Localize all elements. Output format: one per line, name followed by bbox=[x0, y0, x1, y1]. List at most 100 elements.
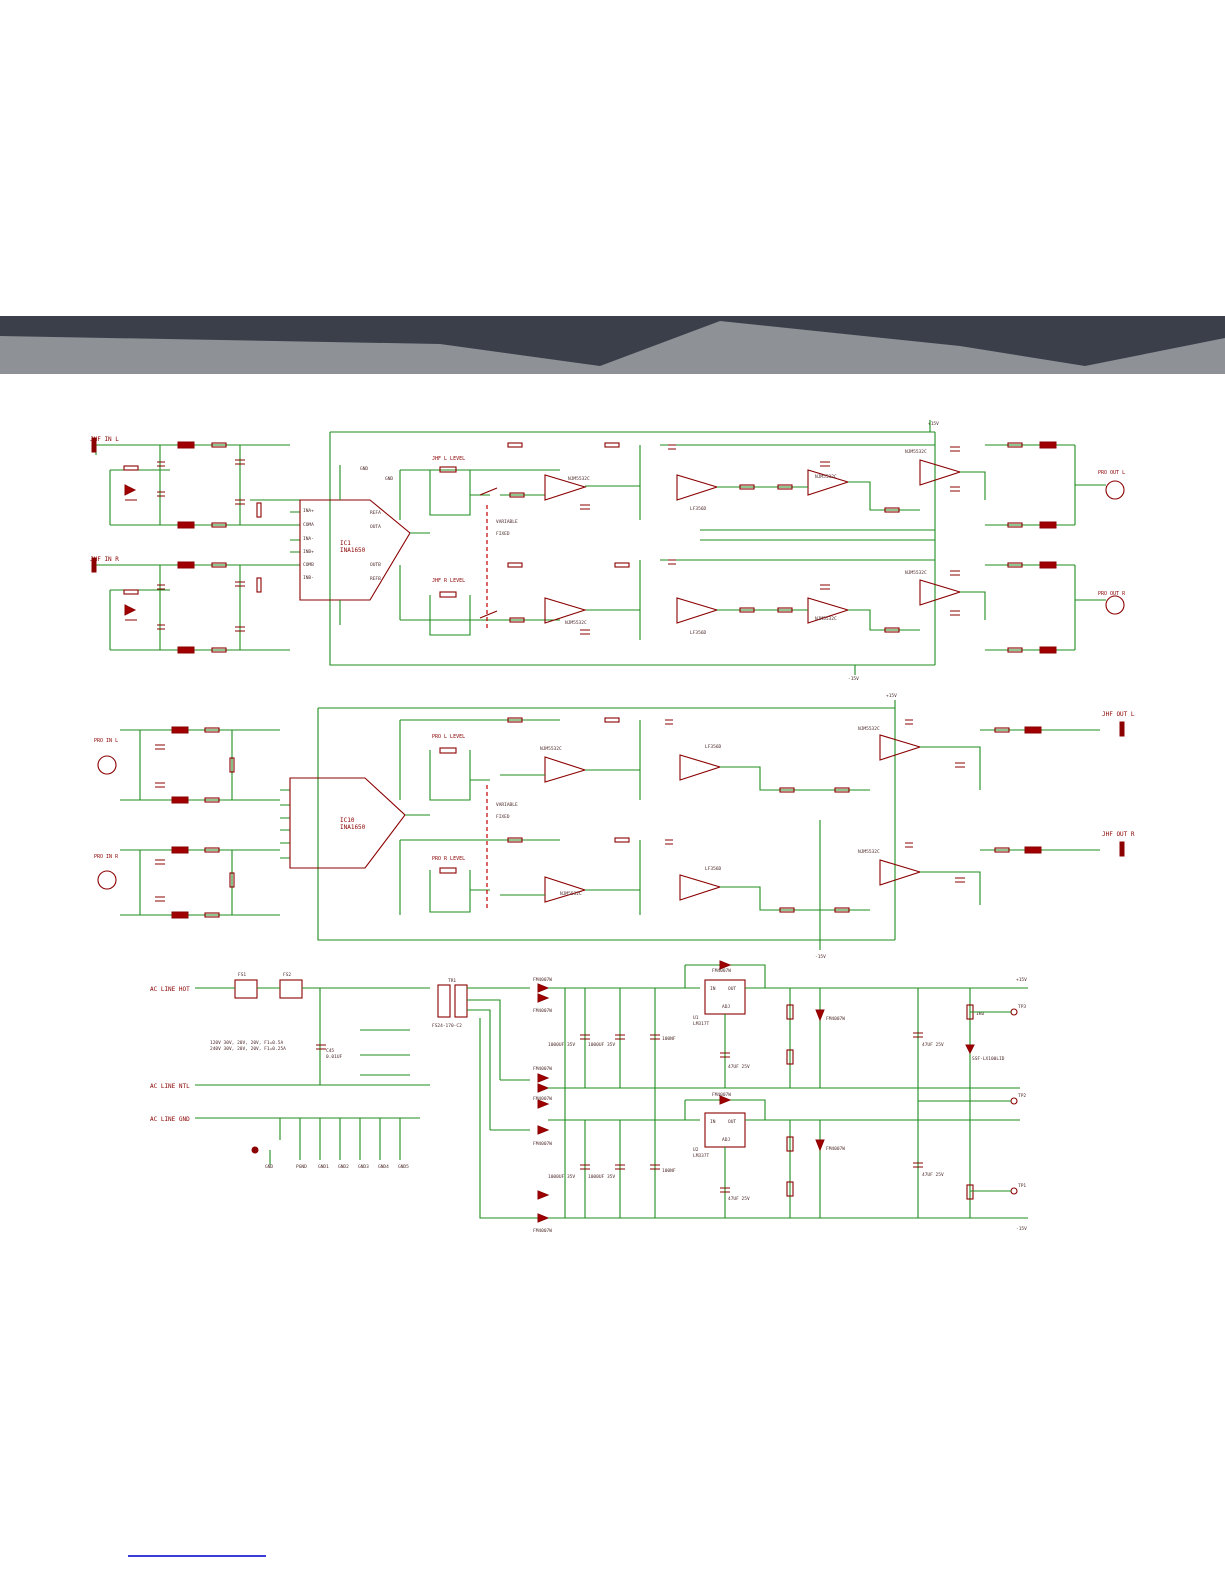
ic1-ref: IC1 bbox=[340, 540, 351, 547]
inductor-L12 bbox=[1039, 646, 1057, 654]
resistor-R1 bbox=[211, 442, 227, 448]
power-led-icon bbox=[965, 1044, 975, 1055]
bulk-cap-label: 1000UF 35V bbox=[588, 1042, 615, 1048]
pot-pro-l bbox=[439, 747, 457, 754]
ic1-pin-label: OUTA bbox=[370, 524, 381, 530]
gnd-label: GND4 bbox=[378, 1164, 389, 1170]
inductor-L4 bbox=[177, 646, 195, 654]
diode-part-label: FM4007W bbox=[533, 1096, 552, 1102]
ic1-pin-label: INB+ bbox=[303, 549, 314, 555]
transformer-ref: TR1 bbox=[448, 978, 456, 984]
ic1-pin-label: OUTB bbox=[370, 562, 381, 568]
ground-point-icon bbox=[251, 1146, 259, 1154]
ic10-line-receiver bbox=[289, 777, 406, 869]
ic10-part: INA1650 bbox=[340, 824, 366, 831]
opamp-ic12a-part: NJM5532C bbox=[905, 449, 927, 455]
reg-pin-label: ADJ bbox=[722, 1137, 730, 1143]
opamp-ic3b bbox=[544, 597, 587, 624]
ic1-line-receiver bbox=[299, 499, 411, 601]
fuse-fs2 bbox=[279, 979, 303, 999]
diode-part-label: FM4007W bbox=[533, 1008, 552, 1014]
pot-pro-r bbox=[439, 867, 457, 874]
resistor-R-in2 bbox=[123, 589, 139, 595]
opamp-ic5-part: LF356D bbox=[705, 744, 722, 750]
ic1-pin-label: COMB bbox=[303, 562, 314, 568]
testpoint-tp3 bbox=[1010, 1008, 1018, 1016]
opamp-ic6-part: LF356D bbox=[705, 866, 722, 872]
diode-tvs-icon bbox=[124, 484, 137, 616]
opamp-ic4a bbox=[544, 876, 587, 903]
section-2-pro-input: PRO IN L PRO IN R IC10 INA1650 PRO L LEV… bbox=[94, 693, 1135, 960]
label-jhf-out-l: JHF OUT L bbox=[1102, 711, 1135, 718]
switch-variable-label-2: VARIABLE bbox=[496, 802, 518, 808]
inductor-L8 bbox=[1024, 846, 1042, 854]
regulator-u2-part: LM337T bbox=[693, 1153, 710, 1159]
opamp-ic3a-part: NJM5532C bbox=[568, 476, 590, 482]
rail-plus-label: +15V bbox=[928, 421, 939, 427]
inductor-L14 bbox=[171, 796, 189, 804]
label-jhf-l-level: JHF L LEVEL bbox=[432, 456, 465, 462]
gnd-label: GND bbox=[385, 476, 393, 482]
resistor-R2 bbox=[211, 522, 227, 528]
psu-out-minus-label: -15V bbox=[1016, 1226, 1027, 1232]
diode-part-label: FM4007W bbox=[533, 1228, 552, 1234]
regulator-u1-ref: U1 bbox=[693, 1015, 699, 1021]
label-jhf-in-l: JHF IN L bbox=[90, 436, 119, 443]
reg-pin-label: ADJ bbox=[722, 1004, 730, 1010]
section-3-power-supply: AC LINE HOT AC LINE NTL AC LINE GND FS1 … bbox=[150, 960, 1028, 1234]
opamp-ic7 bbox=[676, 474, 719, 501]
rail-minus-label-2: -15V bbox=[815, 954, 826, 960]
cap-c45-value: 0.01UF bbox=[326, 1054, 343, 1060]
label-jhf-in-r: JHF IN R bbox=[90, 556, 119, 563]
inductor-L1 bbox=[177, 441, 195, 449]
diode-part-label: FM4007W bbox=[712, 968, 731, 974]
label-ac-ntl: AC LINE NTL bbox=[150, 1083, 190, 1090]
regulator-u1-part: LM317T bbox=[693, 1021, 710, 1027]
diode-part-label: FM4007W bbox=[826, 1016, 845, 1022]
opamp-ic7-part: LF356D bbox=[690, 506, 707, 512]
transformer-primary bbox=[437, 984, 451, 1018]
label-pro-out-r: PRO OUT R bbox=[1098, 591, 1126, 597]
opamp-ic2b-part: NJM5532C bbox=[858, 726, 880, 732]
cap-47u-label: 47UF 25V bbox=[728, 1064, 750, 1070]
regulator-u2-ref: U2 bbox=[693, 1147, 699, 1153]
inductor-L10 bbox=[1039, 521, 1057, 529]
opamp-ic2a-part: NJM5532C bbox=[540, 746, 562, 752]
header-banner bbox=[0, 316, 1225, 374]
inductor-L3 bbox=[177, 561, 195, 569]
label-jhf-out-r: JHF OUT R bbox=[1102, 831, 1135, 838]
diode-part-label: FM4007W bbox=[533, 1141, 552, 1147]
fuse-fs2-label: FS2 bbox=[283, 972, 291, 978]
opamp-ic11b-part: NJM5532C bbox=[815, 616, 837, 622]
testpoint-tp1 bbox=[1010, 1187, 1018, 1195]
switch-variable-label: VARIABLE bbox=[496, 519, 518, 525]
label-pro-l-level: PRO L LEVEL bbox=[432, 734, 465, 740]
opamp-ic11a-part: NJM5532C bbox=[815, 474, 837, 480]
opamp-ic3a bbox=[544, 474, 587, 501]
bridge-diodes: FM4007W FM4007W FM4007W FM4007W FM4007W … bbox=[533, 977, 552, 1234]
pot-jhf-r bbox=[439, 591, 457, 598]
jack-out-r-icon bbox=[1119, 841, 1125, 857]
gnd-label: GND5 bbox=[398, 1164, 409, 1170]
jack-icon-jhf-l bbox=[91, 437, 97, 453]
gnd-label: GND3 bbox=[358, 1164, 369, 1170]
label-pro-in-r: PRO IN R bbox=[94, 854, 119, 860]
xlr-out-l-icon bbox=[1105, 480, 1125, 500]
resistor-R6 bbox=[211, 647, 227, 653]
switch-fixed-label-2: FIXED bbox=[496, 814, 510, 820]
label-ac-gnd: AC LINE GND bbox=[150, 1116, 190, 1123]
rail-minus-label: -15V bbox=[848, 676, 859, 682]
tp1-label: TP1 bbox=[1018, 1183, 1026, 1189]
ic1-pin-label: REFB bbox=[370, 576, 381, 582]
voltage-note-1: 120V 30V, 20V, 20V, F1=0.5A bbox=[210, 1040, 283, 1046]
gnd-label: PGND bbox=[296, 1164, 307, 1170]
opamp-ic3b-part: NJM5532C bbox=[565, 620, 587, 626]
cap-100n-label: 100NF bbox=[662, 1168, 676, 1174]
bulk-cap-label: 1000UF 35V bbox=[548, 1174, 575, 1180]
gnd-label: GND1 bbox=[318, 1164, 329, 1170]
inductor-L13 bbox=[171, 726, 189, 734]
switch-fixed-label: FIXED bbox=[496, 531, 510, 537]
reg-pin-label: IN bbox=[710, 1119, 716, 1125]
transformer-secondary bbox=[454, 984, 468, 1018]
bulk-cap-label: 1000UF 35V bbox=[588, 1174, 615, 1180]
